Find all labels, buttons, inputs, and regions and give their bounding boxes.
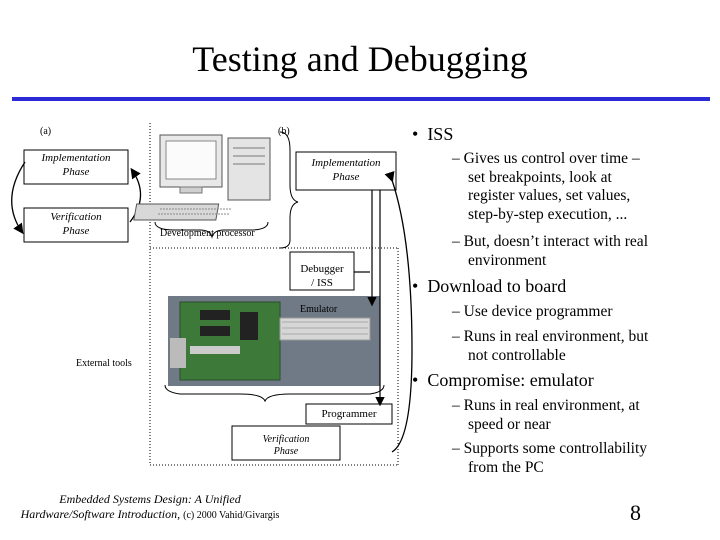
page-number: 8: [630, 500, 641, 525]
board-photo: [168, 296, 380, 386]
programmer-label: Programmer: [321, 408, 377, 420]
verif-phase-a-box: [23, 207, 129, 243]
label-a: (a): [40, 126, 52, 137]
bullet-download: • Download to board: [412, 276, 567, 296]
title-divider: [12, 97, 710, 101]
bullet-compromise: • Compromise: emulator: [412, 370, 594, 390]
feedback-arrow: [384, 170, 413, 453]
bullet-iss: • ISS: [412, 124, 454, 144]
impl-phase-a-box: [23, 149, 129, 185]
loop-arrow-left: [11, 161, 26, 235]
debugger-box: [289, 251, 355, 291]
sub-iss-control: – Gives us control over time – set break…: [452, 150, 640, 223]
board-brace: [164, 384, 385, 403]
footer-citation: Embedded Systems Design: A Unified Hardw…: [20, 492, 280, 521]
impl-phase-b-box: [295, 151, 397, 191]
loop-arrow-right: [129, 167, 142, 223]
verif-phase-b-box: [231, 425, 341, 461]
sub-iss-interact: – But, doesn’t interact with real enviro…: [452, 233, 648, 269]
dev-processor-label: Development processor: [160, 228, 255, 239]
debugger-label: Debugger/ ISS: [300, 263, 344, 289]
label-b: (b): [278, 126, 290, 137]
programmer-box: [305, 403, 393, 425]
computer-brace: [279, 131, 299, 249]
sub-compromise-speed: – Runs in real environment, at speed or …: [452, 397, 640, 433]
sub-download-real-env: – Runs in real environment, but not cont…: [452, 328, 649, 364]
sub-compromise-control: – Supports some controllability from the…: [452, 440, 648, 476]
sub-download-programmer: – Use device programmer: [452, 303, 613, 320]
emulator-label: Emulator: [300, 304, 338, 315]
debugging-diagram: [11, 123, 413, 466]
computer-icon: [133, 134, 271, 221]
slide-title: Testing and Debugging: [192, 39, 528, 79]
external-tools-label: External tools: [76, 358, 132, 369]
dev-processor-brace: [154, 221, 269, 239]
